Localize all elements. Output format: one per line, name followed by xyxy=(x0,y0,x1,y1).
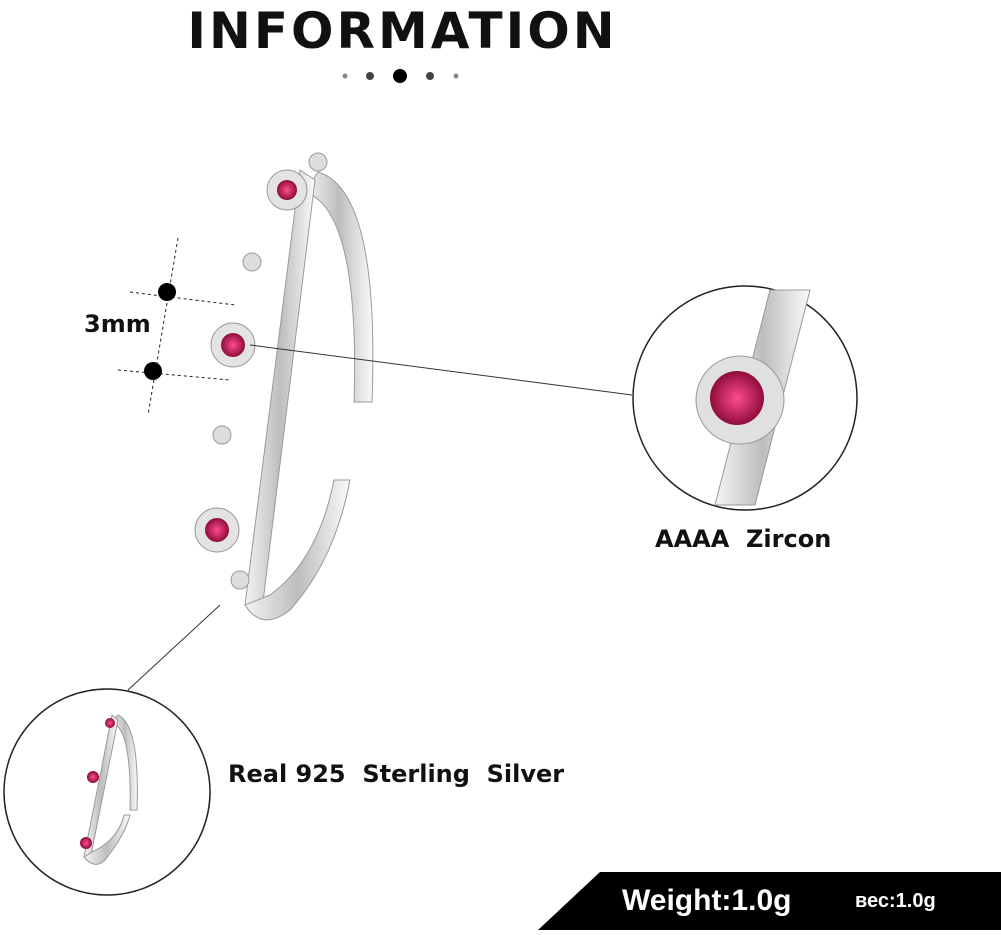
pagination-dots xyxy=(342,69,459,83)
page-title: INFORMATION xyxy=(187,2,618,60)
ring-image xyxy=(194,152,374,621)
thumbnail-callout-line xyxy=(127,604,221,691)
size-label: 3mm xyxy=(84,310,151,338)
bead-decorations xyxy=(212,152,328,590)
weight-ru: вес:1.0g xyxy=(855,890,936,912)
material-label: Real 925 Sterling Silver xyxy=(228,760,565,788)
zircon-closeup xyxy=(632,285,858,511)
dimension-dot-top xyxy=(158,283,176,301)
zircon-callout-line xyxy=(249,344,633,396)
weight-banner xyxy=(538,872,1001,930)
weight-en: Weight:1.0g xyxy=(622,884,792,917)
size-dimension-marker xyxy=(117,237,236,416)
gem-settings xyxy=(194,169,308,553)
stone-label: AAAA Zircon xyxy=(655,525,832,553)
ring-thumbnail xyxy=(3,688,211,896)
dimension-dot-bottom xyxy=(144,362,162,380)
